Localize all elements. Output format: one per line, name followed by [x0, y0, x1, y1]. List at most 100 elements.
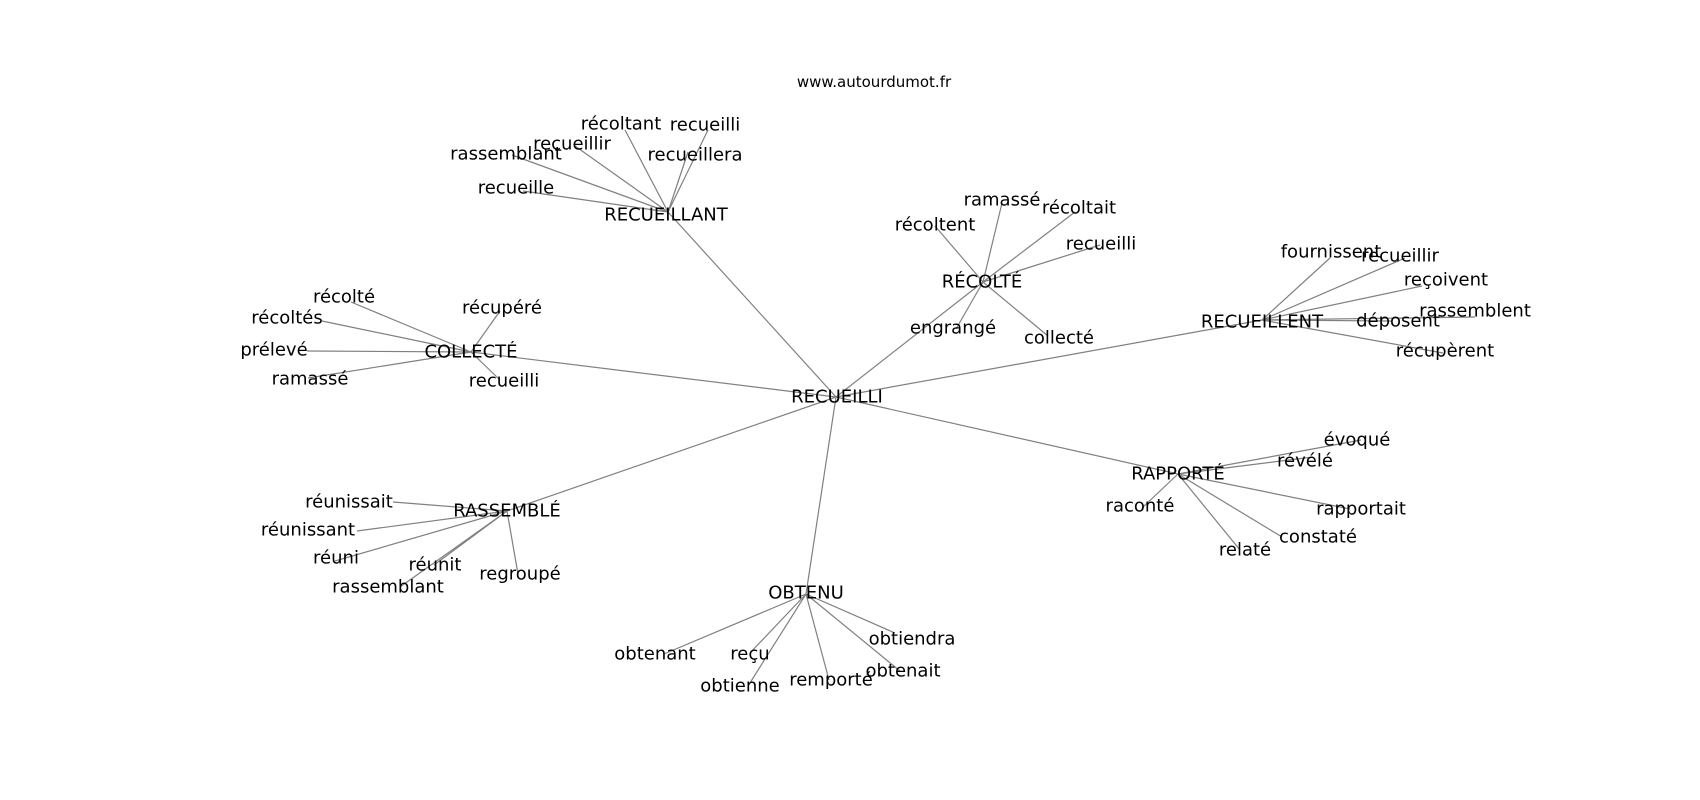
- word-node-label[interactable]: recueillir: [533, 134, 611, 155]
- hub-node-label[interactable]: RECUEILLENT: [1201, 312, 1324, 333]
- hub-word-edge: [1261, 285, 1423, 321]
- word-node-label[interactable]: rassemblant: [450, 144, 562, 165]
- hub-node-label[interactable]: RASSEMBLÉ: [453, 500, 561, 522]
- graph-edges: [306, 129, 1476, 687]
- hub-word-edge: [1177, 439, 1362, 475]
- hub-word-edge: [470, 310, 501, 353]
- hub-word-edge: [392, 501, 508, 512]
- word-node-label[interactable]: réunissait: [305, 492, 393, 513]
- hub-word-edge: [1177, 473, 1283, 538]
- hub-word-edge: [574, 145, 669, 213]
- word-node-label[interactable]: obtenait: [865, 661, 940, 682]
- word-node-label[interactable]: fournissent: [1281, 242, 1382, 263]
- center-hub-edge: [506, 396, 837, 512]
- hub-word-edge: [511, 154, 669, 213]
- hub-word-edge: [934, 225, 984, 283]
- word-node-label[interactable]: recueillir: [1361, 246, 1439, 267]
- word-node-label[interactable]: recueilli: [469, 371, 539, 392]
- hub-word-edge: [747, 593, 807, 687]
- site-title: www.autourdumot.fr: [797, 73, 952, 91]
- word-node-label[interactable]: récupéré: [462, 298, 542, 319]
- hub-word-edge: [982, 211, 1076, 283]
- word-node-label[interactable]: obtiendra: [869, 629, 956, 650]
- center-hub-edge: [835, 319, 1263, 398]
- word-node-label[interactable]: récoltant: [581, 114, 662, 135]
- hub-word-edge: [1261, 319, 1392, 322]
- hub-node-label[interactable]: RECUEILLANT: [604, 205, 729, 226]
- word-node-label[interactable]: obtenant: [614, 644, 695, 665]
- word-node-label[interactable]: déposent: [1356, 311, 1440, 332]
- word-node-label[interactable]: récupèrent: [1396, 341, 1494, 362]
- hub-word-edge: [1261, 319, 1444, 354]
- word-node-label[interactable]: recueilli: [670, 115, 740, 136]
- word-node-label[interactable]: récolté: [313, 287, 375, 308]
- hub-word-edge: [470, 351, 501, 381]
- hub-word-edge: [805, 593, 901, 672]
- hub-word-edge: [1261, 257, 1331, 321]
- hub-word-edge: [982, 244, 1101, 283]
- word-node-label[interactable]: engrangé: [910, 318, 996, 339]
- center-hub-edge: [805, 396, 837, 595]
- hub-word-edge: [667, 129, 709, 213]
- word-node-label[interactable]: rassemblent: [1419, 301, 1531, 322]
- hub-word-edge: [1261, 257, 1406, 321]
- hub-word-edge: [1177, 456, 1314, 475]
- hub-word-edge: [306, 350, 472, 353]
- word-node-label[interactable]: rapportait: [1316, 499, 1406, 520]
- word-node-label[interactable]: réuni: [313, 548, 359, 569]
- hub-node-label[interactable]: OBTENU: [768, 583, 844, 604]
- hub-word-edge: [1141, 473, 1179, 509]
- word-node-label[interactable]: reçu: [730, 644, 769, 665]
- hub-node-label[interactable]: COLLECTÉ: [424, 341, 517, 363]
- word-node-label[interactable]: récoltés: [251, 308, 323, 329]
- hub-word-edge: [350, 301, 472, 353]
- hub-word-edge: [805, 593, 896, 634]
- hub-word-edge: [1177, 473, 1351, 510]
- word-node-label[interactable]: recueillera: [648, 145, 743, 166]
- word-node-label[interactable]: réunissant: [261, 520, 355, 541]
- word-node-label[interactable]: recueille: [478, 178, 555, 199]
- word-node-label[interactable]: constaté: [1279, 527, 1357, 548]
- hub-word-edge: [307, 351, 472, 379]
- hub-word-edge: [667, 151, 689, 213]
- word-node-label[interactable]: évoqué: [1324, 430, 1391, 451]
- hub-word-edge: [982, 281, 1049, 337]
- hub-word-edge: [506, 510, 519, 575]
- hub-word-edge: [356, 510, 508, 532]
- word-node-label[interactable]: regroupé: [479, 564, 560, 585]
- center-hub-edge: [667, 211, 837, 398]
- center-node-label[interactable]: RECUEILLI: [791, 387, 883, 408]
- word-node-label[interactable]: reçoivent: [1404, 270, 1488, 291]
- word-node-label[interactable]: révélé: [1277, 451, 1333, 472]
- hub-word-edge: [334, 510, 508, 562]
- center-hub-edge: [470, 351, 837, 398]
- hub-word-edge: [663, 593, 807, 655]
- hub-node-label[interactable]: RAPPORTÉ: [1131, 463, 1225, 485]
- hub-node-label[interactable]: RÉCOLTÉ: [942, 271, 1023, 293]
- word-node-label[interactable]: ramassé: [964, 190, 1041, 211]
- word-node-label[interactable]: obtienne: [700, 676, 779, 697]
- word-node-label[interactable]: rassemblant: [332, 577, 444, 598]
- hub-word-edge: [955, 281, 984, 330]
- hub-word-edge: [982, 202, 1003, 283]
- word-node-label[interactable]: remporté: [789, 670, 873, 691]
- word-node-label[interactable]: récoltait: [1042, 198, 1116, 219]
- word-node-label[interactable]: relaté: [1219, 540, 1271, 561]
- word-node-label[interactable]: ramassé: [272, 369, 349, 390]
- hub-word-edge: [749, 593, 807, 654]
- word-node-label[interactable]: collecté: [1024, 328, 1094, 349]
- hub-word-edge: [399, 510, 508, 588]
- hub-word-edge: [522, 190, 669, 213]
- hub-word-edge: [1261, 316, 1476, 321]
- word-node-label[interactable]: récoltent: [895, 215, 976, 236]
- word-node-label[interactable]: réunit: [409, 555, 462, 576]
- word-node-label[interactable]: prélevé: [240, 340, 307, 361]
- word-node-label[interactable]: raconté: [1106, 496, 1175, 517]
- center-hub-edge: [835, 396, 1179, 475]
- hub-word-edge: [1177, 473, 1241, 551]
- word-node-label[interactable]: recueilli: [1066, 234, 1136, 255]
- hub-word-edge: [624, 129, 669, 213]
- center-hub-edge: [835, 281, 984, 398]
